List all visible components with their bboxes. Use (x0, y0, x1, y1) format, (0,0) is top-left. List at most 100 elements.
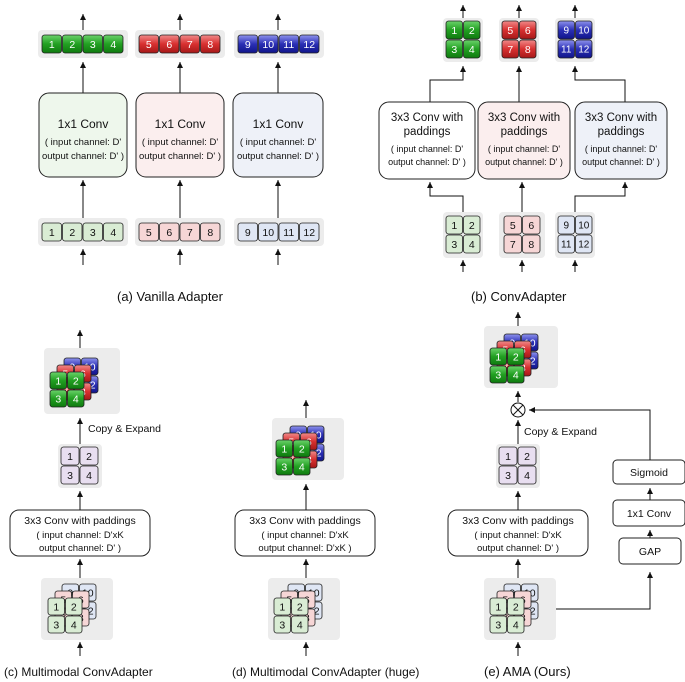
token-cell (498, 465, 518, 485)
token-label: 7 (510, 239, 516, 251)
conv1x1-label: 1x1 Conv (627, 508, 672, 520)
token-cell (200, 34, 221, 54)
conv-title-2: paddings (598, 126, 645, 138)
token-label: 1 (281, 443, 287, 455)
token-cell (463, 20, 481, 40)
gap-label: GAP (639, 546, 661, 558)
token-label: 10 (262, 39, 274, 51)
token-label: 9 (245, 227, 251, 239)
token-cell (445, 234, 463, 254)
token-cell (41, 222, 62, 242)
token-cell (291, 615, 309, 634)
token-cell (62, 222, 83, 242)
sigmoid-box (612, 459, 685, 485)
token-cell (507, 365, 525, 384)
token-cell (275, 439, 293, 458)
token-label: 6 (166, 39, 172, 51)
conv-out: output channel: D' ) (485, 157, 563, 167)
sigmoid-label: Sigmoid (630, 467, 668, 479)
ama-conv-box (447, 509, 589, 557)
token-cell (517, 465, 537, 485)
token-cell (49, 371, 67, 390)
mh-conv-box (234, 509, 376, 557)
mm-expand-label: Copy & Expand (88, 423, 161, 435)
token-cell (299, 34, 320, 54)
token-cell (103, 222, 124, 242)
token-label: 1 (505, 451, 511, 463)
token-cell (507, 597, 525, 616)
token-cell (79, 465, 99, 485)
token-cell (501, 20, 519, 40)
token-cell (65, 597, 83, 616)
token-label: 4 (299, 461, 305, 473)
token-cell (41, 34, 62, 54)
token-cell (489, 597, 507, 616)
conv-title-2: paddings (501, 126, 548, 138)
token-label: 4 (110, 39, 116, 51)
token-label: 3 (281, 461, 287, 473)
conv-in: ( input channel: D' (391, 144, 464, 154)
ama-conv-title: 3x3 Conv with paddings (462, 515, 574, 527)
token-label: 3 (495, 619, 501, 631)
token-label: 3 (495, 369, 501, 381)
token-label: 2 (524, 451, 530, 463)
token-label: 7 (507, 44, 513, 56)
token-label: 1 (55, 375, 61, 387)
ama-input-stack: 910111256781234 (489, 583, 539, 634)
token-cell (519, 39, 537, 59)
ama-expand-label: Copy & Expand (524, 426, 597, 438)
token-label: 4 (71, 619, 77, 631)
arrow (556, 572, 653, 610)
token-label: 9 (563, 221, 569, 232)
vanilla-conv-in: ( input channel: D' (142, 137, 218, 148)
token-cell (138, 222, 159, 242)
token-label: 10 (578, 221, 590, 232)
token-cell (503, 215, 522, 235)
ama-output-stack: 910111256781234 (489, 333, 539, 384)
token-cell (62, 34, 83, 54)
token-cell (498, 446, 518, 466)
mh-conv-out: output channel: D'xK ) (258, 543, 351, 554)
mh-output-stack: 910111256781234 (275, 425, 325, 476)
token-cell (445, 39, 463, 59)
token-cell (489, 347, 507, 366)
token-cell (291, 597, 309, 616)
token-label: 4 (110, 227, 116, 239)
conv-title-1: 3x3 Conv with (391, 112, 463, 124)
token-cell (47, 615, 65, 634)
caption-d: (d) Multimodal ConvAdapter (huge) (232, 665, 419, 679)
token-label: 1 (451, 25, 457, 37)
caption-e: (e) AMA (Ours) (484, 664, 571, 679)
conv-box-green (378, 101, 476, 180)
token-label: 11 (561, 240, 572, 251)
conv-in: ( input channel: D' (585, 144, 658, 154)
token-label: 10 (262, 227, 274, 239)
mm-output-stack: 910111256781234 (49, 357, 99, 408)
token-cell (557, 20, 575, 40)
token-cell (575, 215, 593, 235)
conv1x1-box (612, 499, 685, 527)
token-label: 4 (469, 44, 475, 56)
token-label: 2 (69, 39, 75, 51)
token-label: 3 (505, 470, 511, 482)
token-label: 9 (245, 39, 251, 51)
token-label: 10 (578, 26, 590, 37)
token-label: 12 (303, 227, 315, 239)
token-cell (159, 34, 180, 54)
token-label: 5 (510, 220, 516, 232)
token-label: 4 (297, 619, 303, 631)
token-cell (507, 347, 525, 366)
token-label: 3 (90, 227, 96, 239)
token-cell (445, 215, 463, 235)
vanilla-conv-out: output channel: D' ) (42, 151, 124, 162)
mh-conv-in: ( input channel: D'xK (261, 530, 349, 541)
token-label: 4 (469, 239, 475, 251)
